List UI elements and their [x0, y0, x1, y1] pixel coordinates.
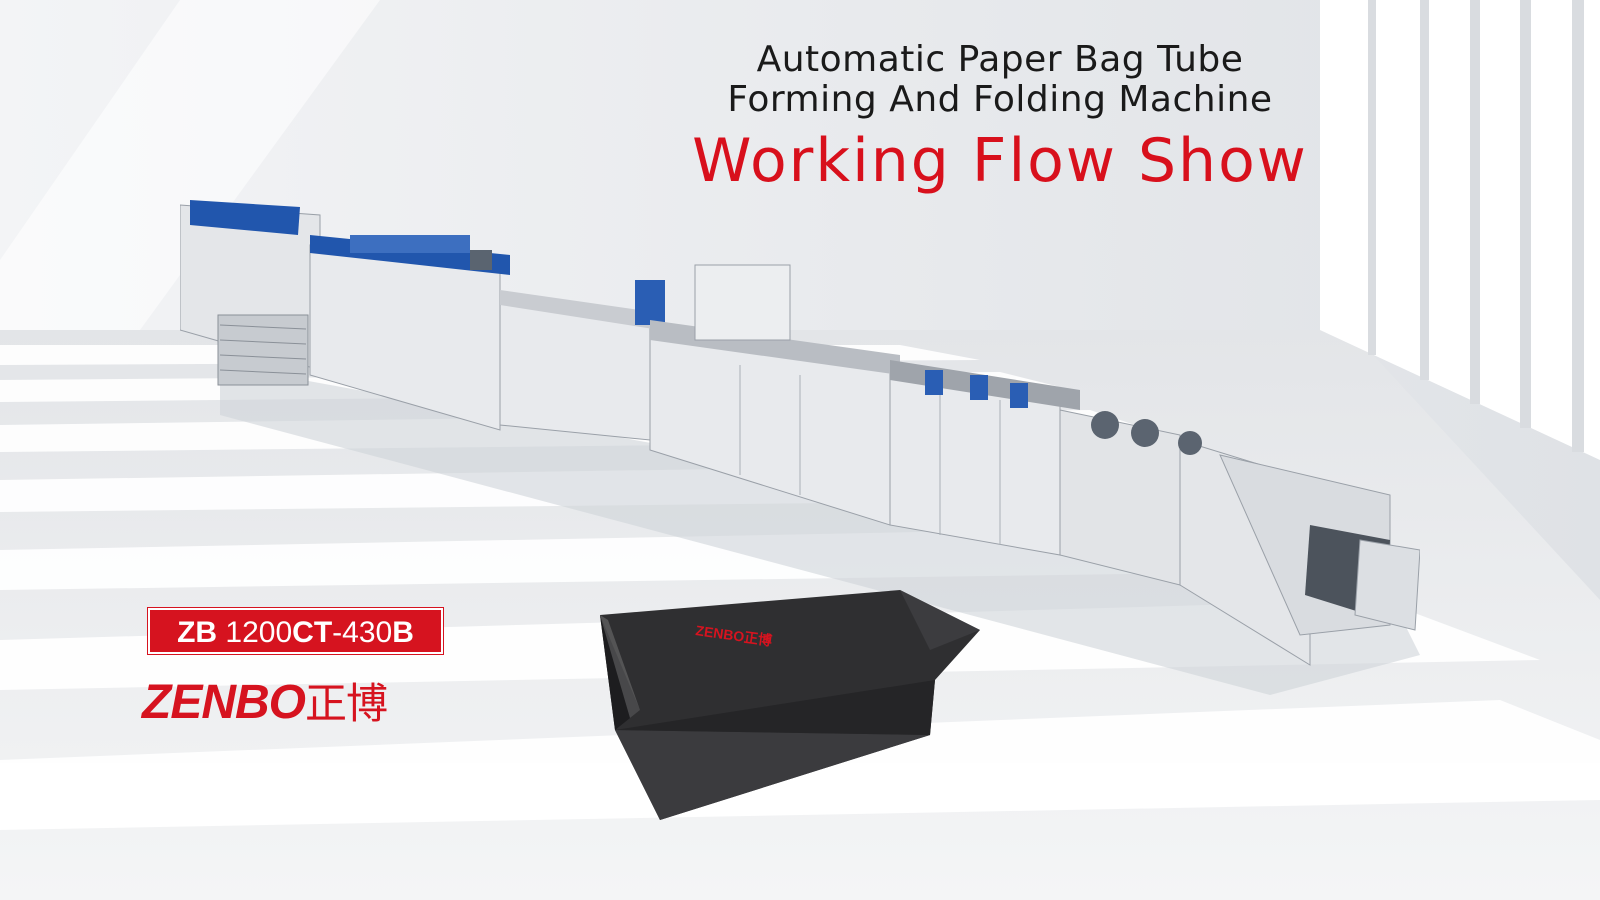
brand-chinese: 正博: [305, 680, 388, 727]
headline-line1: Automatic Paper Bag Tube: [756, 39, 1244, 80]
brand-logo: ZENBO正博: [142, 676, 388, 729]
brand-latin: ZENBO: [142, 676, 306, 729]
headline: Automatic Paper Bag Tube Forming And Fol…: [640, 39, 1360, 197]
machine-image: [180, 200, 1420, 695]
model-badge: ZB 1200CT-430B: [148, 608, 443, 654]
headline-line3: Working Flow Show: [692, 126, 1308, 196]
headline-line2: Forming And Folding Machine: [727, 79, 1273, 120]
model-suffix: B: [392, 616, 414, 649]
model-size: -430: [332, 616, 393, 649]
model-type: CT: [292, 616, 333, 649]
model-width: 1200: [217, 616, 293, 649]
model-prefix: ZB: [177, 616, 218, 649]
paper-bag-image: ZENBO正博: [600, 590, 980, 820]
